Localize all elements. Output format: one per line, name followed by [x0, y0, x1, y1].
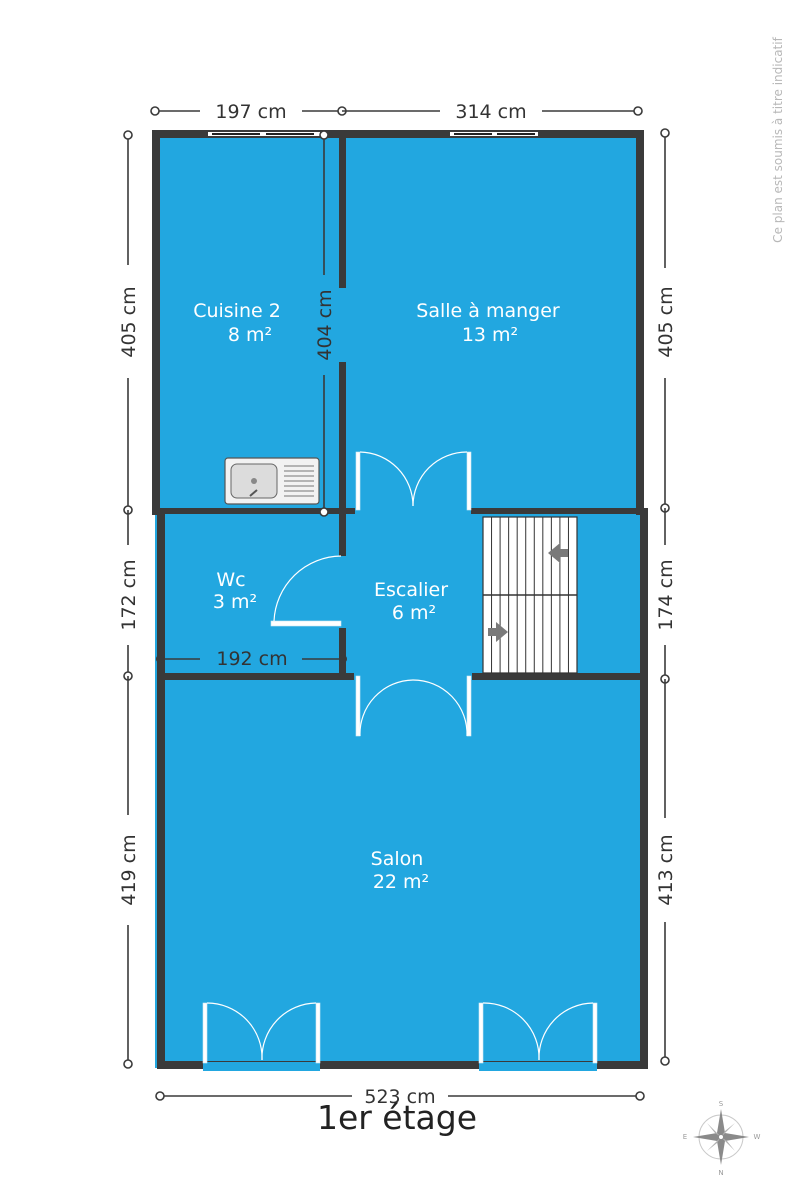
room-area-salle: 13 m² — [462, 324, 518, 346]
svg-text:413 cm: 413 cm — [655, 834, 677, 905]
room-area-salon: 22 m² — [373, 871, 429, 893]
room-area-escalier: 6 m² — [392, 602, 436, 624]
compass-icon: S N E W — [683, 1100, 761, 1177]
stair-arrow-up — [548, 543, 568, 563]
floor-title: 1er étage — [317, 1098, 477, 1137]
svg-text:197 cm: 197 cm — [215, 101, 286, 123]
dimension-partition: 404 cm — [314, 130, 336, 517]
wall-salon-top-left — [160, 673, 354, 680]
dimension-wc-width: 192 cm — [156, 648, 347, 670]
wall-wc-right-lower — [339, 628, 346, 678]
wall-kitchen-partition-upper — [339, 135, 346, 288]
svg-text:404 cm: 404 cm — [314, 289, 336, 360]
dimension-left-lower: 419 cm — [118, 676, 140, 1069]
room-name-cuisine: Cuisine 2 — [193, 300, 281, 322]
svg-text:S: S — [719, 1100, 724, 1108]
wall-dining-bottom — [471, 508, 644, 514]
kitchen-sink — [224, 457, 320, 505]
outer-wall-left-lower — [157, 508, 165, 1068]
outer-wall-bottom — [157, 1061, 648, 1069]
wall-kitchen-partition-lower — [339, 362, 346, 515]
svg-text:405 cm: 405 cm — [118, 286, 140, 357]
window-dining — [450, 132, 538, 136]
dimension-bottom: 523 cm — [155, 1086, 645, 1108]
door-stairs-salon — [355, 675, 472, 737]
door-salon-right — [478, 1002, 598, 1071]
room-name-salon: Salon — [371, 848, 424, 870]
dimension-left-upper: 405 cm — [118, 130, 140, 515]
svg-text:192 cm: 192 cm — [216, 648, 287, 670]
door-wc — [270, 555, 342, 627]
door-salon-left — [202, 1002, 321, 1071]
outer-wall-left-upper — [152, 130, 160, 515]
svg-text:419 cm: 419 cm — [118, 834, 140, 905]
outer-wall-right-upper — [636, 130, 644, 515]
wall-stair-left — [339, 512, 346, 556]
room-name-wc: Wc — [216, 569, 245, 591]
wall-salon-top-right — [472, 673, 644, 680]
svg-text:314 cm: 314 cm — [455, 101, 526, 123]
dimension-right-middle: 174 cm — [655, 508, 677, 684]
room-area-wc: 3 m² — [213, 591, 257, 613]
staircase — [482, 516, 578, 674]
outer-wall-right-lower — [640, 508, 648, 1068]
room-area-cuisine: 8 m² — [228, 324, 272, 346]
dimension-top-right: 314 cm — [342, 101, 643, 123]
stair-arrow-down — [488, 622, 508, 642]
dimension-right-lower: 413 cm — [655, 679, 677, 1066]
svg-text:E: E — [683, 1133, 687, 1141]
svg-text:W: W — [754, 1133, 761, 1141]
svg-text:N: N — [718, 1169, 723, 1177]
outer-wall-top — [152, 130, 644, 138]
svg-text:174 cm: 174 cm — [655, 559, 677, 630]
disclaimer-text: Ce plan est soumis à titre indicatif — [771, 36, 785, 242]
room-name-salle: Salle à manger — [416, 300, 560, 322]
window-kitchen — [208, 132, 320, 136]
dimension-top-left: 197 cm — [150, 101, 347, 123]
dimension-right-upper: 405 cm — [655, 128, 677, 513]
svg-text:523 cm: 523 cm — [364, 1086, 435, 1108]
dimension-left-middle: 172 cm — [118, 510, 140, 681]
wall-kitchen-bottom — [155, 508, 355, 514]
room-name-escalier: Escalier — [374, 579, 448, 601]
door-dining-stairs — [355, 451, 472, 511]
svg-text:172 cm: 172 cm — [118, 559, 140, 630]
svg-text:405 cm: 405 cm — [655, 286, 677, 357]
